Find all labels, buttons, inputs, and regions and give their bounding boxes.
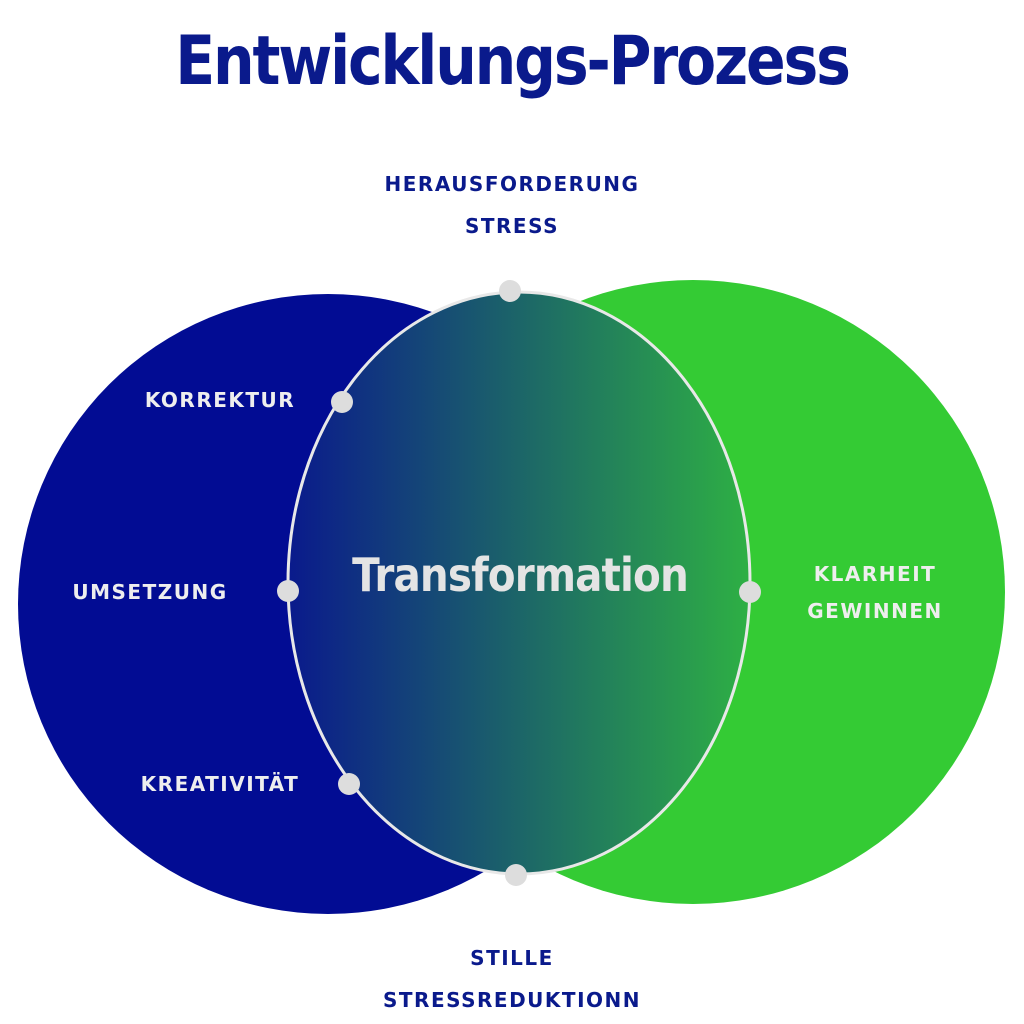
node-top (499, 280, 521, 302)
label-korrektur: KORREKTUR (144, 388, 296, 412)
node-right (739, 581, 761, 603)
node-umsetzung (277, 580, 299, 602)
label-clarity: KLARHEIT GEWINNEN (775, 556, 975, 630)
node-korrektur (331, 391, 353, 413)
label-kreativitaet: KREATIVITÄT (140, 772, 300, 796)
label-stress: STRESS (464, 214, 560, 238)
label-klarheit: KLARHEIT (813, 562, 937, 586)
label-stressreduktion: STRESSREDUKTIONN (383, 988, 641, 1012)
center-label-transformation: Transformation (352, 548, 689, 602)
label-gewinnen: GEWINNEN (807, 599, 943, 623)
node-bottom (505, 864, 527, 886)
label-herausforderung: HERAUSFORDERUNG (384, 172, 640, 196)
label-challenge-stress: HERAUSFORDERUNG STRESS (312, 163, 712, 247)
label-stille-stressreduktion: STILLE STRESSREDUKTIONN (312, 937, 712, 1021)
label-stille: STILLE (470, 946, 554, 970)
page-title: Entwicklungs-Prozess (175, 22, 851, 101)
node-kreativitaet (338, 773, 360, 795)
label-umsetzung: UMSETZUNG (72, 580, 228, 604)
